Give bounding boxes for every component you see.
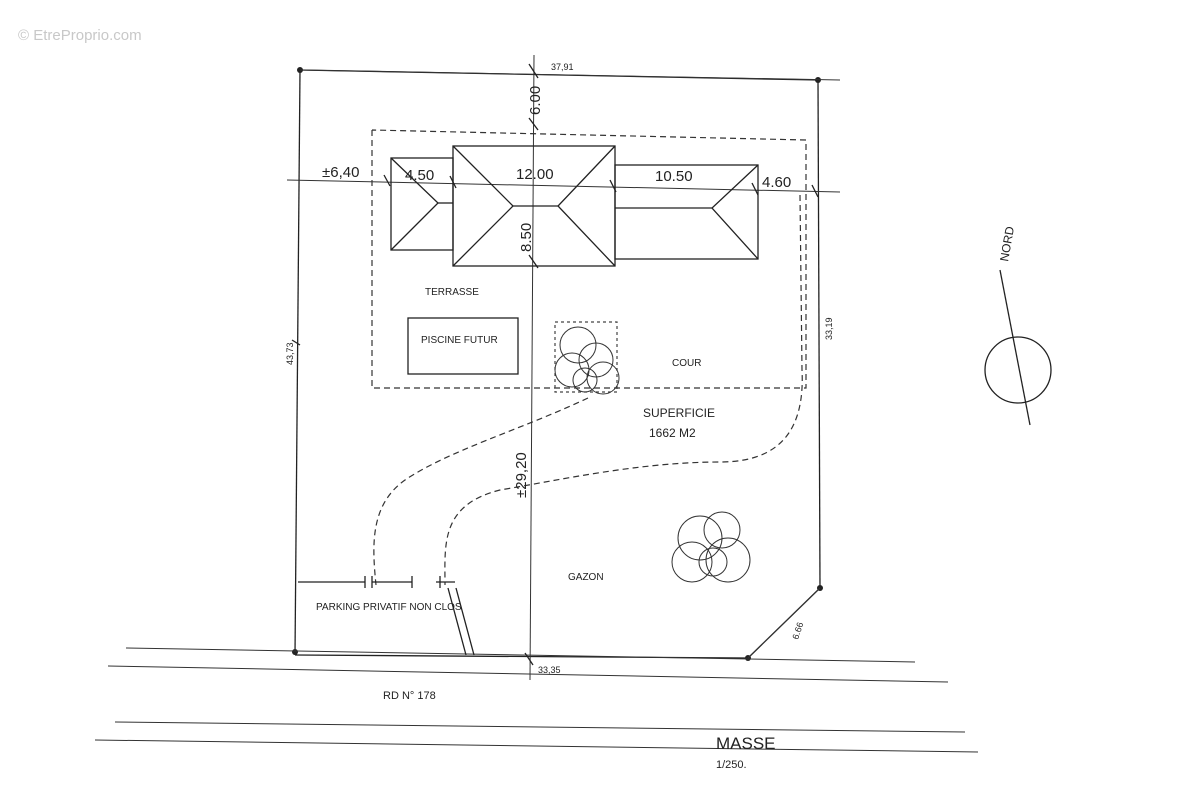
label-lawn: GAZON: [568, 572, 604, 583]
dim-right-offset: 4.60: [762, 174, 791, 191]
watermark: © EtreProprio.com: [18, 27, 142, 44]
dim-wing-right: 10.50: [655, 168, 693, 185]
label-parking: PARKING PRIVATIF NON CLOS: [316, 602, 462, 613]
dim-left-offset: ±6,40: [322, 164, 359, 181]
tree-cluster-upper: [554, 326, 620, 395]
plan-scale: 1/250.: [716, 759, 747, 771]
label-area-value: 1662 M2: [649, 426, 696, 440]
dim-bottom: 33,35: [538, 665, 561, 675]
roof-plan: [390, 145, 759, 267]
north-label: NORD: [997, 225, 1017, 263]
plan-title: MASSE: [716, 734, 776, 753]
tree-cluster-lower: [671, 511, 751, 583]
driveway: [298, 194, 803, 656]
dim-wing-left: 4.50: [405, 167, 434, 184]
dim-corner: 6.66: [790, 621, 805, 641]
dim-depth: 8.50: [518, 223, 535, 252]
building-envelope: [371, 129, 807, 389]
dim-center: ±29,20: [513, 452, 530, 498]
label-court: COUR: [672, 358, 701, 369]
label-road: RD N° 178: [383, 690, 436, 702]
dim-top: 37,91: [551, 62, 574, 72]
label-pool: PISCINE FUTUR: [421, 335, 498, 346]
dim-right-side: 33,19: [824, 317, 834, 340]
north-arrow: [984, 269, 1052, 426]
dim-main-block: 12.00: [516, 166, 554, 183]
dimension-lines: [94, 54, 979, 753]
dim-setback-top: 6.00: [527, 86, 544, 115]
pool: [407, 317, 519, 375]
label-terrace: TERRASSE: [425, 287, 479, 298]
dim-left-side: 43,73: [285, 342, 295, 365]
label-area: SUPERFICIE: [643, 406, 715, 420]
